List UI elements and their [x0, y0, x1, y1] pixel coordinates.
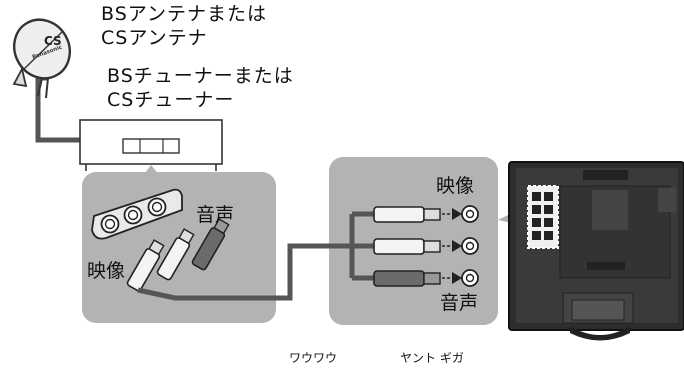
tuner-box-icon [79, 119, 223, 171]
dish-logo: CS [44, 34, 62, 48]
tuner-output-terminals [91, 188, 183, 240]
right-audio-plug-red [373, 269, 479, 287]
rca-cable-bundle [137, 243, 352, 301]
left-audio-plug-red [191, 218, 230, 271]
left-video-plug [126, 239, 165, 292]
rca-cable-split [349, 211, 374, 281]
right-video-label: 映像 [436, 175, 475, 197]
footer-text-right: ヤント ギガ [400, 351, 464, 365]
left-video-label: 映像 [87, 260, 126, 282]
tuner-label-line1: BSチューナーまたは [107, 65, 294, 87]
antenna-label-line1: BSアンテナまたは [101, 3, 268, 25]
footer-text-left: ワウワウ [289, 351, 338, 365]
right-audio-label: 音声 [440, 292, 479, 314]
antenna-cable [35, 75, 80, 143]
left-audio-label: 音声 [196, 204, 235, 226]
satellite-dish-icon: CS Panasonic [12, 18, 71, 99]
tv-input-jacks [373, 205, 479, 287]
right-audio-plug-white [373, 237, 479, 255]
tv-back-icon [508, 161, 684, 341]
tuner-label-line2: CSチューナー [107, 89, 235, 111]
antenna-label-line2: CSアンテナ [101, 27, 208, 49]
right-video-plug [373, 205, 479, 223]
rca-cable-icon [126, 218, 230, 292]
left-audio-plug-white [156, 228, 195, 281]
tuner-callout [143, 165, 160, 176]
